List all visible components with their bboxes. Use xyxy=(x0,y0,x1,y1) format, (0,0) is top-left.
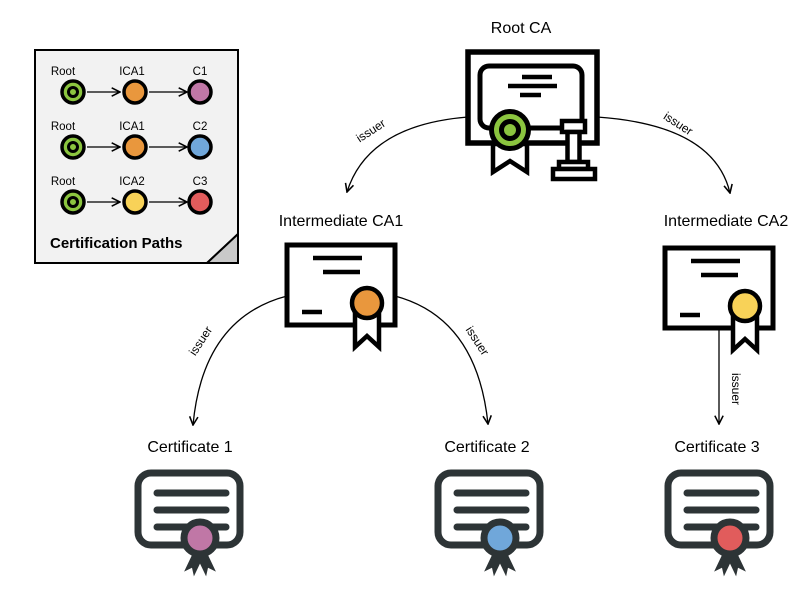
legend-ica-label: ICA1 xyxy=(119,121,145,133)
leaf-certificate-icon xyxy=(134,469,244,577)
legend-title: Certification Paths xyxy=(50,235,183,252)
note-folded-corner xyxy=(204,231,239,264)
edge-labels: issuer issuer issuer issuer issuer xyxy=(186,109,743,405)
root-ca-node: Root CA xyxy=(465,20,600,182)
certificate2-node: Certificate 2 xyxy=(434,439,544,577)
stamp-base xyxy=(550,166,598,182)
legend-row-2: Root ICA1 C2 xyxy=(51,121,213,160)
ica-node-dot xyxy=(122,134,148,160)
stamp-icon xyxy=(550,118,598,182)
legend-cert-label: C2 xyxy=(193,121,208,133)
certificate1-node: Certificate 1 xyxy=(134,439,244,577)
root-certificate-stamp-icon xyxy=(465,49,600,182)
edge-label-issuer: issuer xyxy=(729,373,743,405)
cert-node-dot xyxy=(187,189,213,215)
certification-paths-legend: Root ICA1 C1 Root ICA1 C2 Root ICA2 xyxy=(34,49,239,264)
seal xyxy=(180,518,220,558)
certificate-text-lines xyxy=(680,258,740,318)
cert-node-dot xyxy=(187,79,213,105)
intermediate-ca1-node: Intermediate CA1 xyxy=(279,213,404,353)
root-node-dot-core xyxy=(67,196,79,208)
ica-node-dot xyxy=(122,189,148,215)
intermediate-ca1-label: Intermediate CA1 xyxy=(279,213,404,230)
legend-root-label: Root xyxy=(51,176,76,188)
edge-label-issuer: issuer xyxy=(661,109,695,138)
intermediate-ca2-label: Intermediate CA2 xyxy=(664,213,789,230)
seal xyxy=(480,518,520,558)
intermediate-certificate-icon xyxy=(284,242,398,353)
edge-ica1-to-cert2 xyxy=(394,295,488,424)
seal xyxy=(727,288,763,324)
edge-label-issuer: issuer xyxy=(354,116,388,145)
certificate-text-lines xyxy=(302,255,362,315)
certificate-inner-frame xyxy=(477,63,585,131)
certificate3-label: Certificate 3 xyxy=(674,439,759,456)
legend-ica-label: ICA1 xyxy=(119,66,145,78)
certificate3-node: Certificate 3 xyxy=(664,439,774,577)
legend-cert-label: C3 xyxy=(193,176,208,188)
edge-root-to-ica2 xyxy=(596,116,730,193)
legend-ica-label: ICA2 xyxy=(119,176,145,188)
legend-row-3: Root ICA2 C3 xyxy=(51,176,213,215)
cert-node-dot xyxy=(187,134,213,160)
seal-inner xyxy=(499,119,521,141)
edges xyxy=(193,116,730,425)
legend-cert-label: C1 xyxy=(193,66,208,78)
certificate-text-lines xyxy=(508,74,557,98)
seal xyxy=(710,518,750,558)
intermediate-certificate-icon xyxy=(662,245,776,356)
legend-root-label: Root xyxy=(51,121,76,133)
intermediate-ca2-node: Intermediate CA2 xyxy=(662,213,789,356)
seal xyxy=(349,285,385,321)
leaf-certificate-icon xyxy=(434,469,544,577)
ica-node-dot xyxy=(122,79,148,105)
edge-ica1-to-cert1 xyxy=(193,295,288,425)
edge-label-issuer: issuer xyxy=(463,324,492,358)
root-node-dot-core xyxy=(67,141,79,153)
root-node-dot-core xyxy=(67,86,79,98)
root-ca-label: Root CA xyxy=(491,20,552,37)
legend-root-label: Root xyxy=(51,66,76,78)
leaf-certificate-icon xyxy=(664,469,774,577)
certificate1-label: Certificate 1 xyxy=(147,439,232,456)
edge-label-issuer: issuer xyxy=(186,324,215,358)
stamp-handle xyxy=(565,129,582,165)
legend-row-1: Root ICA1 C1 xyxy=(51,66,213,105)
edge-root-to-ica1 xyxy=(347,116,469,192)
certificate2-label: Certificate 2 xyxy=(444,439,529,456)
